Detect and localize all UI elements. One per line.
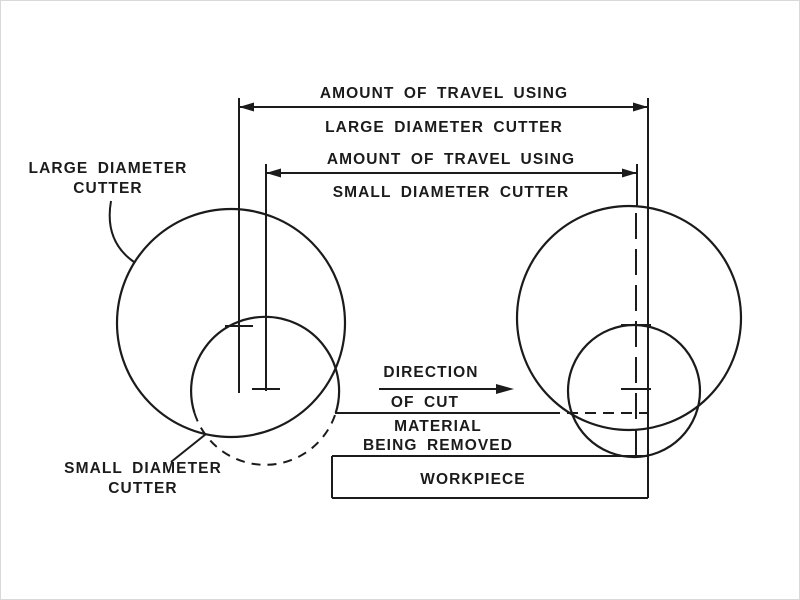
label-travel-small-line1: AMOUNT OF TRAVEL USING [327,151,575,168]
label-small-cutter-line1: SMALL DIAMETER [64,460,222,477]
label-material-line2: BEING REMOVED [363,437,513,454]
material-being-removed: MATERIAL BEING REMOVED [335,412,648,454]
direction-of-cut: DIRECTION OF CUT [379,364,514,411]
label-travel-small-line2: SMALL DIAMETER CUTTER [333,184,570,201]
label-material-line1: MATERIAL [394,418,482,435]
arrowhead-left-icon [266,168,281,178]
workpiece: WORKPIECE [331,455,648,499]
large-cutter-right-circle [515,204,743,432]
label-direction-line1: DIRECTION [383,364,478,381]
callout-large-diameter-cutter: LARGE DIAMETER CUTTER [29,160,188,263]
label-large-cutter-line1: LARGE DIAMETER [29,160,188,177]
label-travel-large-line1: AMOUNT OF TRAVEL USING [320,85,568,102]
label-travel-large-line2: LARGE DIAMETER CUTTER [325,119,563,136]
leader-line-small-cutter [170,433,207,463]
dimension-large-cutter-travel: AMOUNT OF TRAVEL USING LARGE DIAMETER CU… [238,85,649,498]
small-cutter-right-circle [566,323,702,459]
label-small-cutter-line2: CUTTER [108,480,177,497]
small-cutter-left-circle-hidden-arc [193,412,337,466]
arrowhead-right-icon [496,384,514,394]
label-workpiece: WORKPIECE [420,471,526,488]
arrowhead-right-icon [622,168,637,178]
label-direction-line2: OF CUT [391,394,459,411]
large-cutter-left-circle [115,207,347,439]
arrowhead-left-icon [239,102,254,112]
label-large-cutter-line2: CUTTER [73,180,142,197]
dimension-small-cutter-travel: AMOUNT OF TRAVEL USING SMALL DIAMETER CU… [265,151,638,391]
center-marks [225,213,651,459]
arrowhead-right-icon [633,102,648,112]
callout-small-diameter-cutter: SMALL DIAMETER CUTTER [64,433,222,497]
leader-line-large-cutter [108,200,135,263]
